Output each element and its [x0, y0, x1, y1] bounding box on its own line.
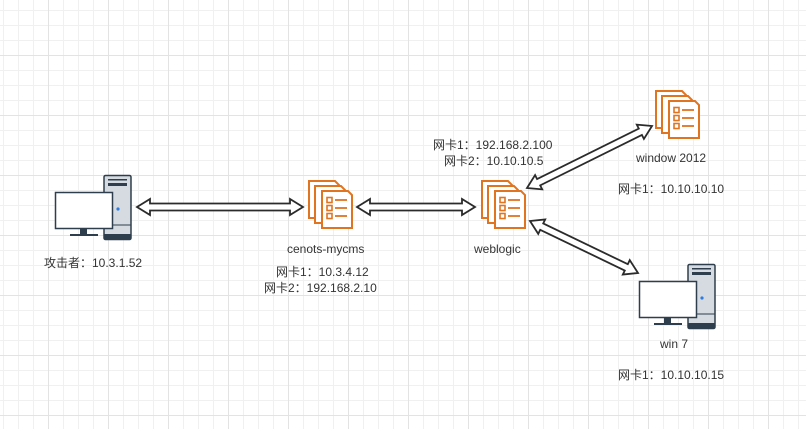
weblogic-server-documents-icon [481, 180, 526, 229]
centos-nic1-label: 网卡1：10.3.4.12 [276, 265, 369, 279]
centos-name-label: cenots-mycms [287, 242, 365, 256]
weblogic-nic1-label: 网卡1：192.168.2.100 [433, 138, 553, 152]
window2012-name-label: window 2012 [636, 151, 707, 165]
win7-nic1-label: 网卡1：10.10.10.15 [618, 368, 725, 382]
win7-name-label: win 7 [660, 337, 689, 351]
link-arrow-attacker-centos [135, 197, 305, 217]
attacker-ip-label: 攻击者：10.3.1.52 [44, 256, 143, 270]
link-arrow-weblogic-window2012 [525, 123, 654, 191]
weblogic-name-label: weblogic [474, 242, 521, 256]
centos-server-documents-icon [308, 180, 353, 229]
window2012-nic1-label: 网卡1：10.10.10.10 [618, 182, 725, 196]
window2012-server-documents-icon [655, 90, 700, 139]
centos-nic2-label: 网卡2：192.168.2.10 [264, 281, 377, 295]
link-arrow-centos-weblogic [355, 197, 477, 217]
weblogic-nic2-label: 网卡2：10.10.10.5 [444, 154, 544, 168]
win7-desktop-computer-icon [638, 263, 716, 330]
attacker-desktop-computer-icon [54, 174, 132, 241]
link-arrow-weblogic-win7 [528, 218, 640, 276]
